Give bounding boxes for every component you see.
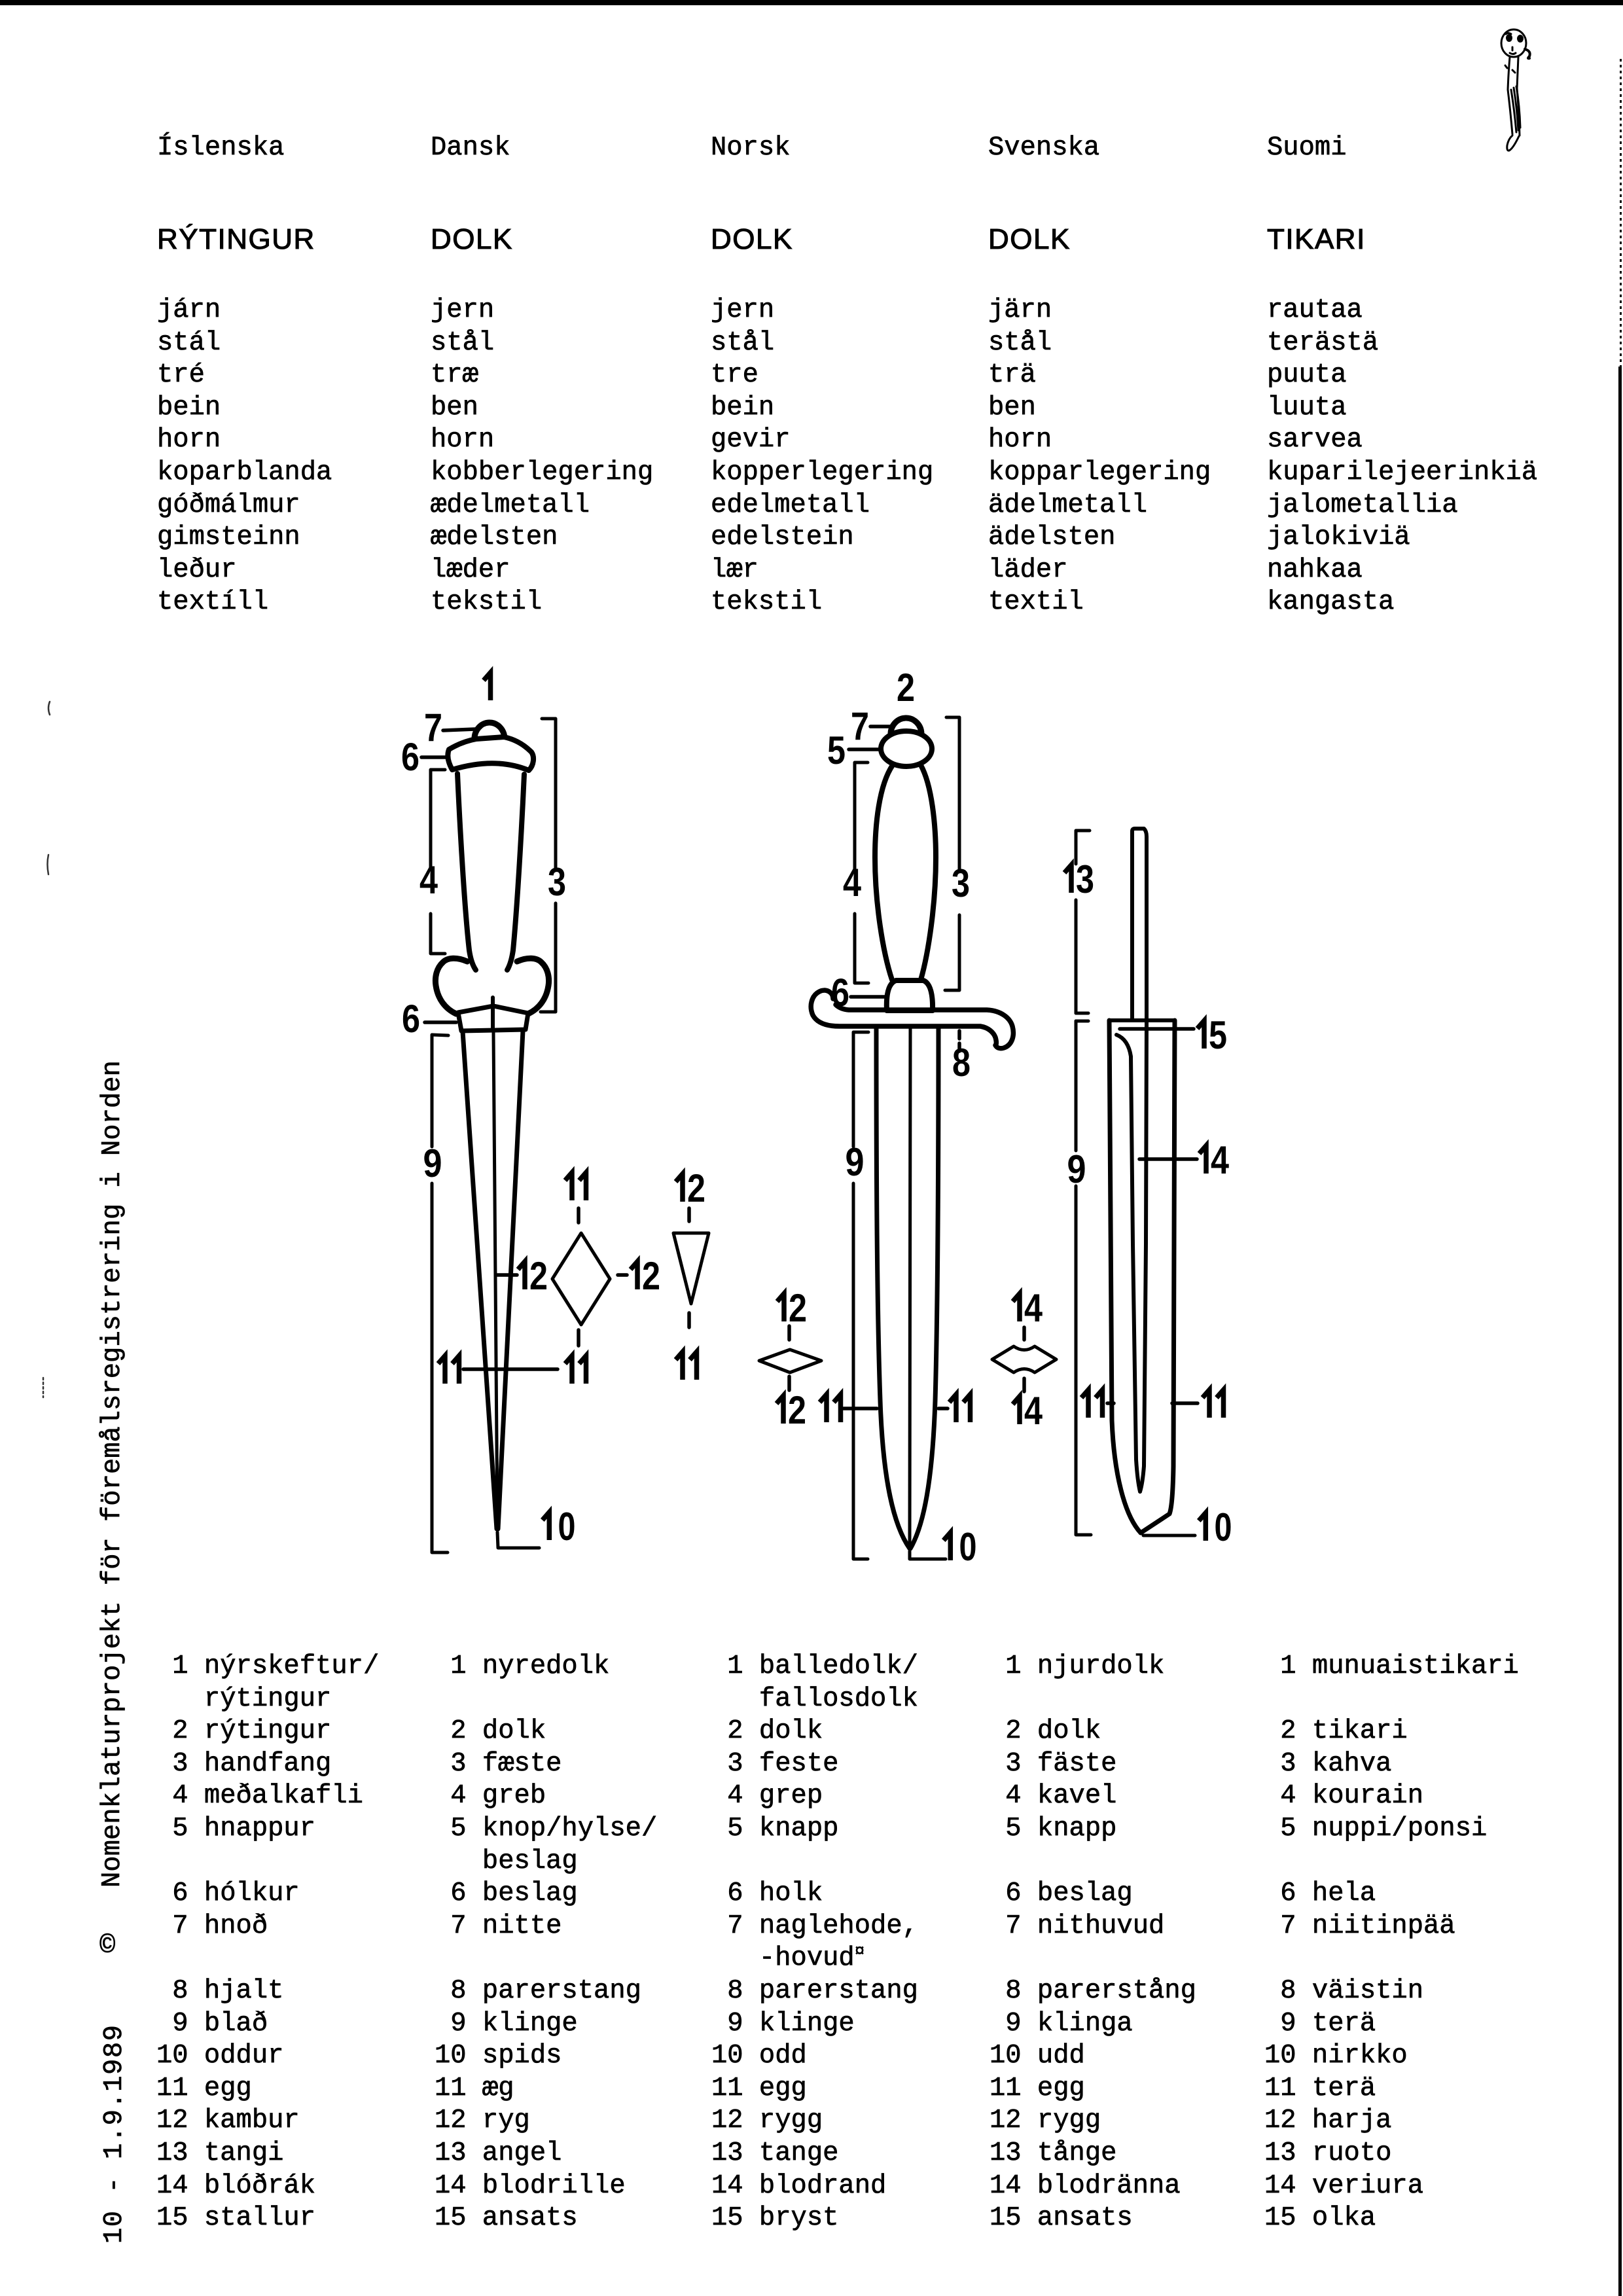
svg-text:5: 5 xyxy=(827,728,846,772)
svg-text:0: 0 xyxy=(1215,1505,1232,1549)
svg-text:7: 7 xyxy=(851,704,869,748)
svg-text:2: 2 xyxy=(529,1254,548,1298)
svg-text:6: 6 xyxy=(401,735,419,779)
svg-text:2: 2 xyxy=(897,666,915,709)
svg-text:7: 7 xyxy=(424,706,442,749)
svg-text:2: 2 xyxy=(642,1254,660,1298)
svg-text:0: 0 xyxy=(558,1505,576,1549)
svg-text:9: 9 xyxy=(1067,1147,1086,1191)
svg-text:8: 8 xyxy=(952,1041,971,1085)
svg-text:0: 0 xyxy=(959,1525,977,1569)
svg-text:5: 5 xyxy=(1209,1013,1227,1057)
svg-text:4: 4 xyxy=(1024,1286,1043,1330)
svg-text:6: 6 xyxy=(402,997,420,1041)
svg-text:2: 2 xyxy=(789,1286,807,1330)
svg-text:3: 3 xyxy=(1076,857,1094,901)
svg-text:4: 4 xyxy=(1024,1389,1043,1433)
svg-text:2: 2 xyxy=(687,1166,705,1210)
svg-text:2: 2 xyxy=(788,1388,806,1432)
svg-text:4: 4 xyxy=(1211,1138,1230,1182)
svg-text:4: 4 xyxy=(419,858,438,902)
svg-text:4: 4 xyxy=(843,861,862,905)
svg-text:9: 9 xyxy=(423,1141,442,1185)
